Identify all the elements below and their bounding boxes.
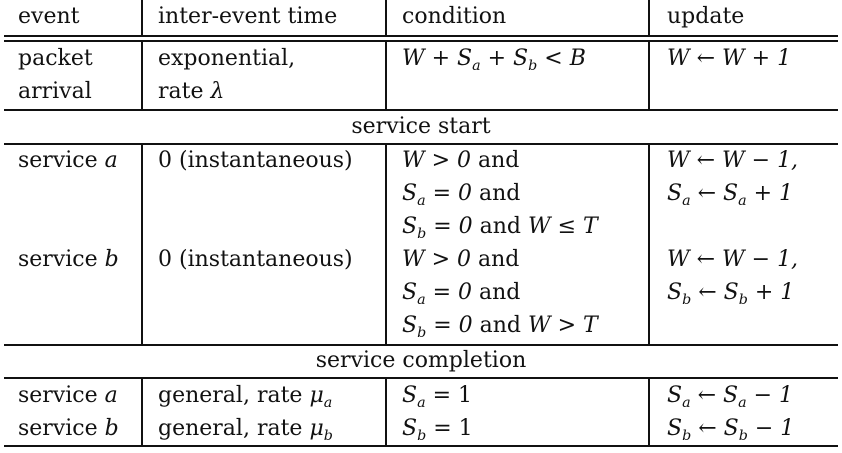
bottom-rule [4,445,838,447]
completion-a-update: Sa ← Sa − 1 [667,383,794,411]
col-divider [385,377,387,446]
rule-after-arrival [4,109,838,111]
header-update: update [667,4,745,29]
service-b-cond-line1: W > 0 and [402,247,520,272]
header-inter-event-time: inter-event time [158,4,338,29]
completion-a-condition: Sa = 1 [402,383,473,411]
section-service-completion: service completion [315,348,527,373]
col-divider [141,40,143,110]
col-divider [648,40,650,110]
col-divider [141,143,143,345]
completion-a-time: general, rate μa [158,383,333,411]
service-b-event: service b [18,247,119,272]
col-divider [141,0,143,36]
arrival-condition: W + Sa + Sb < B [402,46,586,74]
service-b-cond-line2: Sa = 0 and [402,280,521,308]
col-divider [385,40,387,110]
header-rule [4,35,838,37]
header-rule-double [4,40,838,42]
rule-after-service-completion [4,377,838,379]
completion-b-event: service b [18,416,119,441]
service-a-cond-line3: Sb = 0 and W ≤ T [402,214,598,242]
service-b-update-line2: Sb ← Sb + 1 [667,280,795,308]
service-a-time: 0 (instantaneous) [158,148,353,173]
service-b-time: 0 (instantaneous) [158,247,353,272]
completion-b-time: general, rate μb [158,416,333,444]
arrival-time-line1: exponential, [158,46,296,71]
service-b-cond-line3: Sb = 0 and W > T [402,313,598,341]
rule-after-service-start [4,143,838,145]
arrival-event-line2: arrival [18,79,92,104]
col-divider [385,143,387,345]
header-condition: condition [402,4,507,29]
section-service-start: service start [351,114,491,139]
completion-b-update: Sb ← Sb − 1 [667,416,795,444]
service-a-event: service a [18,148,118,173]
arrival-update: W ← W + 1 [667,46,792,71]
service-a-cond-line2: Sa = 0 and [402,181,521,209]
service-b-update-line1: W ← W − 1, [667,247,799,272]
arrival-event-line1: packet [18,46,93,71]
col-divider [648,377,650,446]
service-a-update-line2: Sa ← Sa + 1 [667,181,794,209]
arrival-time-line2: rate λ [158,79,225,104]
header-event: event [18,4,80,29]
service-a-cond-line1: W > 0 and [402,148,520,173]
service-a-update-line1: W ← W − 1, [667,148,799,173]
col-divider [648,0,650,36]
completion-a-event: service a [18,383,118,408]
col-divider [141,377,143,446]
col-divider [385,0,387,36]
rule-before-completion [4,344,838,346]
col-divider [648,143,650,345]
completion-b-condition: Sb = 1 [402,416,473,444]
